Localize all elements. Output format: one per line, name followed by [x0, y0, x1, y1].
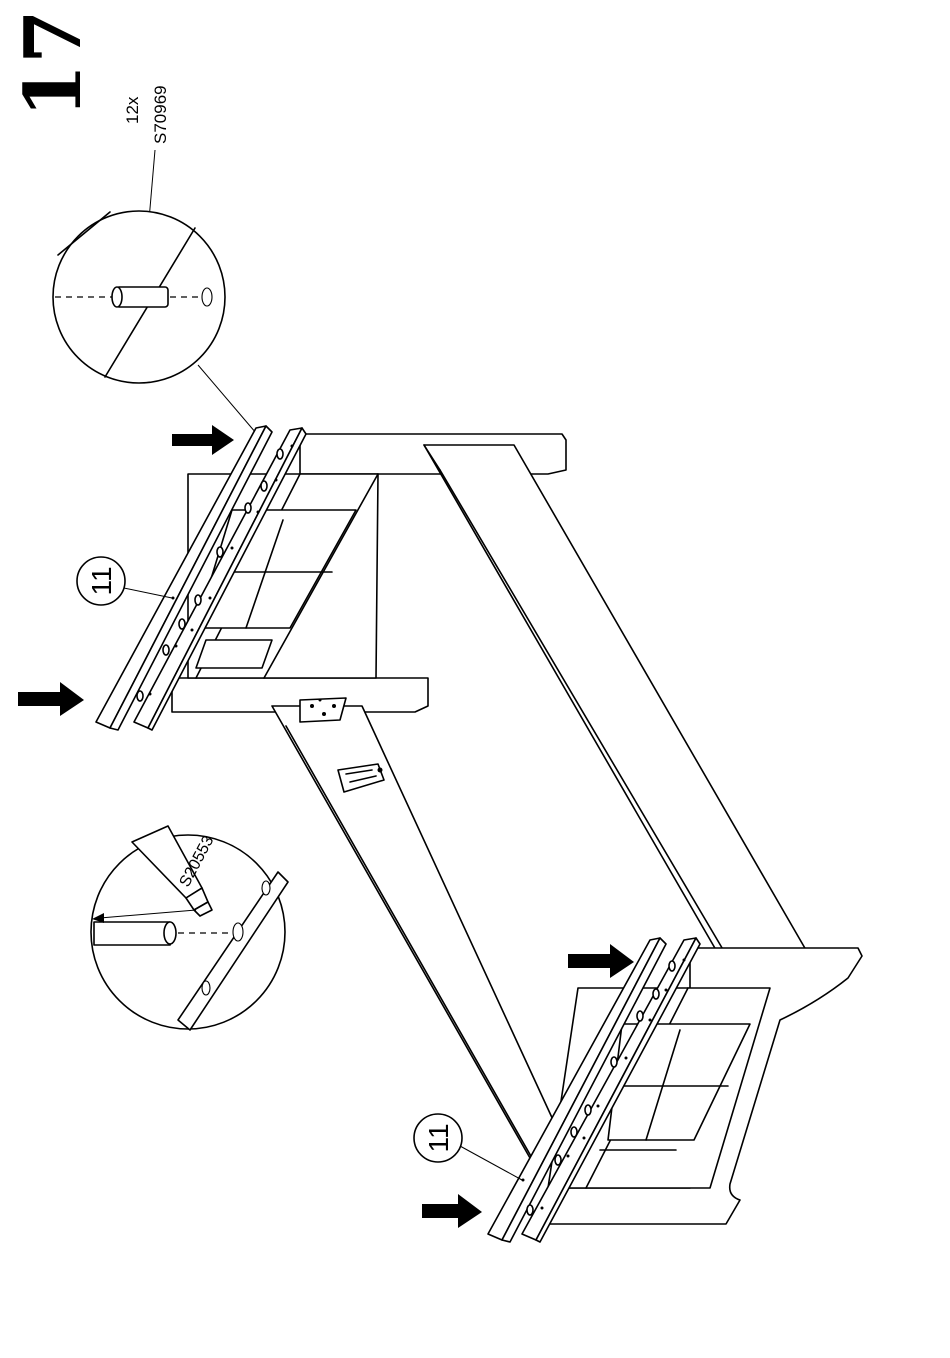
- dowel-part-number: S70969: [151, 85, 170, 144]
- step-number: 17: [8, 9, 99, 118]
- part-label-top: 11: [77, 557, 175, 605]
- center-beam: [272, 698, 560, 1158]
- push-arrow-icon: [568, 944, 634, 978]
- part-label-bottom: 11: [414, 1114, 525, 1182]
- dowel-quantity-label: 12x: [123, 96, 142, 124]
- side-rail: [424, 445, 806, 958]
- part-number-bottom: 11: [423, 1123, 454, 1152]
- push-arrow-icon: [422, 1194, 482, 1228]
- push-arrow-icon: [18, 682, 84, 716]
- push-arrow-icon: [172, 425, 234, 455]
- dowel-detail-circle: [53, 211, 262, 440]
- glue-detail-circle: S20553: [91, 826, 288, 1030]
- part-number-top: 11: [86, 566, 117, 595]
- end-panel-bottom: [548, 948, 862, 1224]
